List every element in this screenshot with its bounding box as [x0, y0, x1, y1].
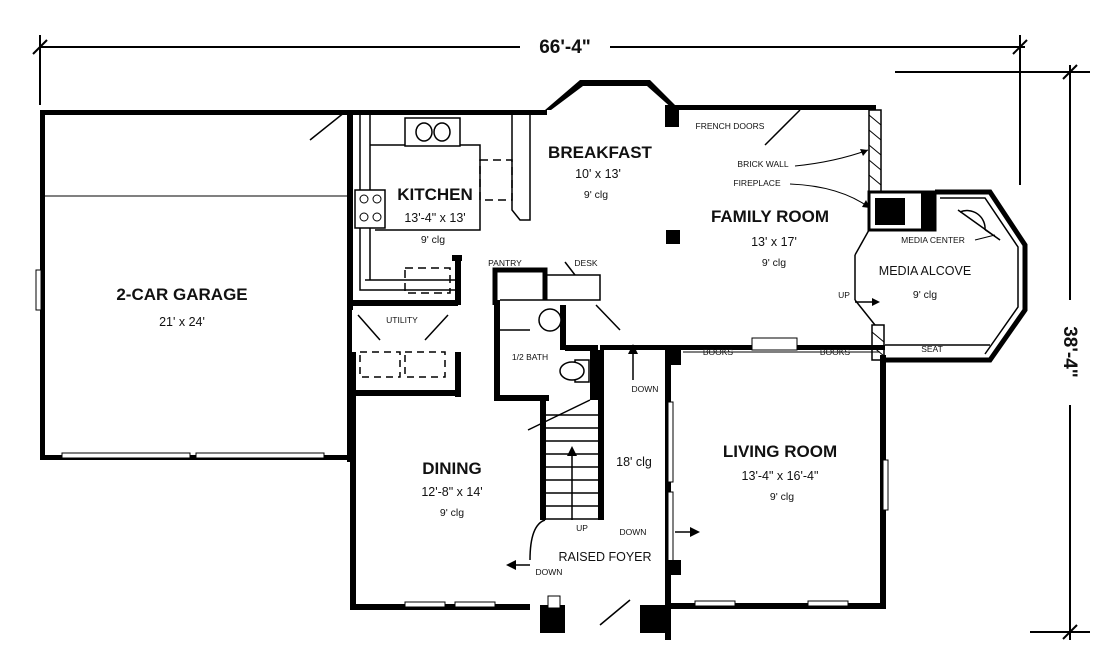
house-walls [347, 80, 1028, 640]
foyer: 18' clg RAISED FOYER DOWN DOWN [506, 455, 700, 577]
stair: UP DOWN [527, 344, 659, 533]
garage: 2-CAR GARAGE 21' x 24' [35, 110, 352, 462]
hall-down-label: DOWN [632, 384, 659, 394]
dining-label: DINING [422, 459, 482, 478]
breakfast-ceiling: 9' clg [584, 189, 608, 201]
french-doors-label: FRENCH DOORS [696, 121, 765, 131]
fireplace-label: FIREPLACE [733, 178, 781, 188]
media-center-label: MEDIA CENTER [901, 235, 965, 245]
utility-label: UTILITY [386, 315, 418, 325]
width-dimension: 66'-4" [32, 35, 1028, 185]
family-room-ceiling: 9' clg [762, 257, 786, 269]
breakfast-label: BREAKFAST [548, 143, 653, 162]
alcove-up-label: UP [838, 290, 850, 300]
half-bath-label: 1/2 BATH [512, 352, 548, 362]
kitchen-ceiling: 9' clg [421, 234, 445, 246]
media-alcove-label: MEDIA ALCOVE [879, 264, 971, 278]
living-room-ceiling: 9' clg [770, 491, 794, 503]
kitchen: KITCHEN 13'-4" x 13' 9' clg [347, 110, 531, 310]
living-room: LIVING ROOM 13'-4" x 16'-4" 9' clg [723, 442, 837, 503]
garage-size: 21' x 24' [159, 315, 205, 329]
seat-label: SEAT [921, 344, 943, 354]
dining: DINING 12'-8" x 14' 9' clg [421, 459, 482, 519]
breakfast: BREAKFAST 10' x 13' 9' clg [548, 143, 653, 201]
living-room-size: 13'-4" x 16'-4" [742, 469, 819, 483]
books-left-label: BOOKS [703, 347, 734, 357]
foyer-ceiling: 18' clg [616, 455, 652, 469]
living-down-label: DOWN [620, 527, 647, 537]
garage-label: 2-CAR GARAGE [116, 285, 247, 304]
family-room: FRENCH DOORS BRICK WALL FIREPLACE FAMILY… [666, 109, 871, 357]
dining-down-label: DOWN [536, 567, 563, 577]
breakfast-size: 10' x 13' [575, 167, 621, 181]
brick-wall-label: BRICK WALL [737, 159, 788, 169]
depth-dimension: 38'-4" [895, 64, 1090, 640]
utility: UTILITY [350, 314, 461, 397]
dining-size: 12'-8" x 14' [421, 485, 482, 499]
pantry-label: PANTRY [488, 258, 522, 268]
dining-ceiling: 9' clg [440, 507, 464, 519]
desk-label: DESK [574, 258, 597, 268]
half-bath: 1/2 BATH [494, 300, 621, 401]
kitchen-label: KITCHEN [397, 185, 473, 204]
media-alcove-ceiling: 9' clg [913, 289, 937, 301]
stair-up-label: UP [576, 523, 588, 533]
width-dimension-label: 66'-4" [539, 37, 591, 58]
media-alcove: MEDIA CENTER MEDIA ALCOVE 9' clg UP SEAT [838, 234, 996, 354]
books-right-label: BOOKS [820, 347, 851, 357]
family-room-label: FAMILY ROOM [711, 207, 829, 226]
living-room-label: LIVING ROOM [723, 442, 837, 461]
pantry-area: PANTRY DESK [488, 258, 601, 305]
kitchen-size: 13'-4" x 13' [404, 211, 465, 225]
depth-dimension-label: 38'-4" [1059, 326, 1080, 378]
family-room-size: 13' x 17' [751, 235, 797, 249]
foyer-label: RAISED FOYER [558, 550, 651, 564]
